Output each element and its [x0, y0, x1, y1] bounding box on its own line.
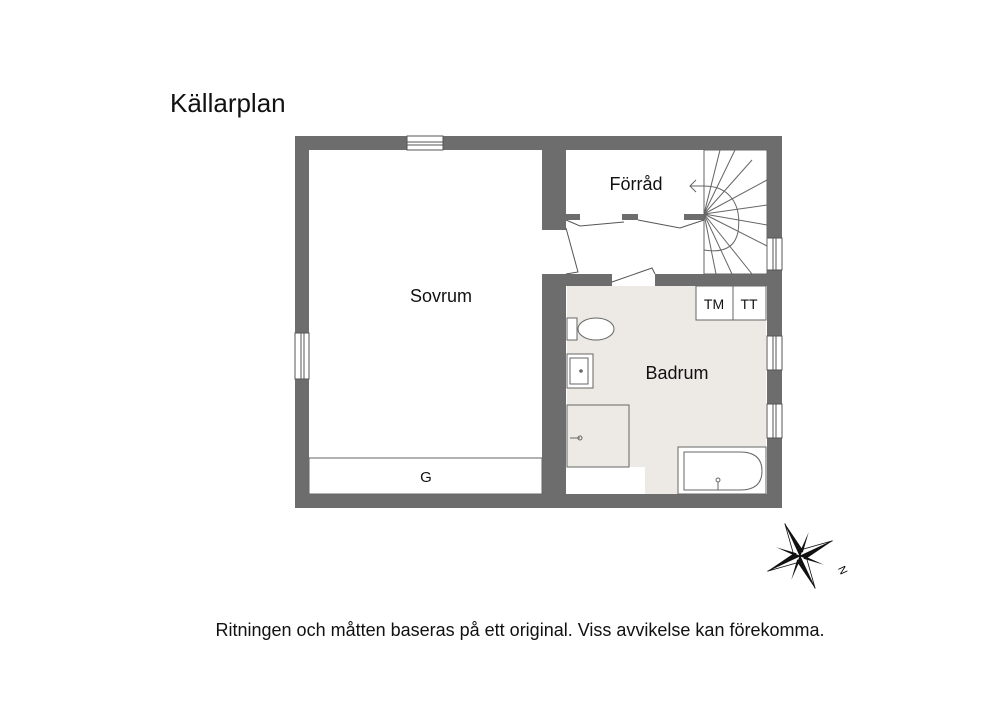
north-label: N: [835, 564, 849, 576]
room-label-bathroom: Badrum: [645, 363, 708, 383]
toilet-icon: [566, 317, 615, 341]
shower-icon: [566, 404, 630, 468]
room-label-garderob: G: [420, 469, 432, 486]
compass-rose-icon: [767, 523, 833, 589]
utility-boxes: [695, 285, 767, 321]
room-label-storage: Förråd: [609, 174, 662, 194]
staircase: [689, 149, 768, 275]
windows: [294, 135, 783, 439]
doors: [565, 219, 705, 283]
label-tt: TT: [740, 296, 758, 312]
bathtub-icon: [677, 446, 767, 495]
plan-title: Källarplan: [170, 88, 286, 118]
disclaimer-text: Ritningen och måtten baseras på ett orig…: [215, 620, 825, 640]
label-tm: TM: [704, 296, 724, 312]
room-label-bedroom: Sovrum: [410, 286, 472, 306]
bathroom-floor: [567, 286, 766, 494]
garderob: [308, 457, 543, 495]
sink-icon: [566, 353, 594, 389]
interior-walls: [542, 150, 767, 494]
